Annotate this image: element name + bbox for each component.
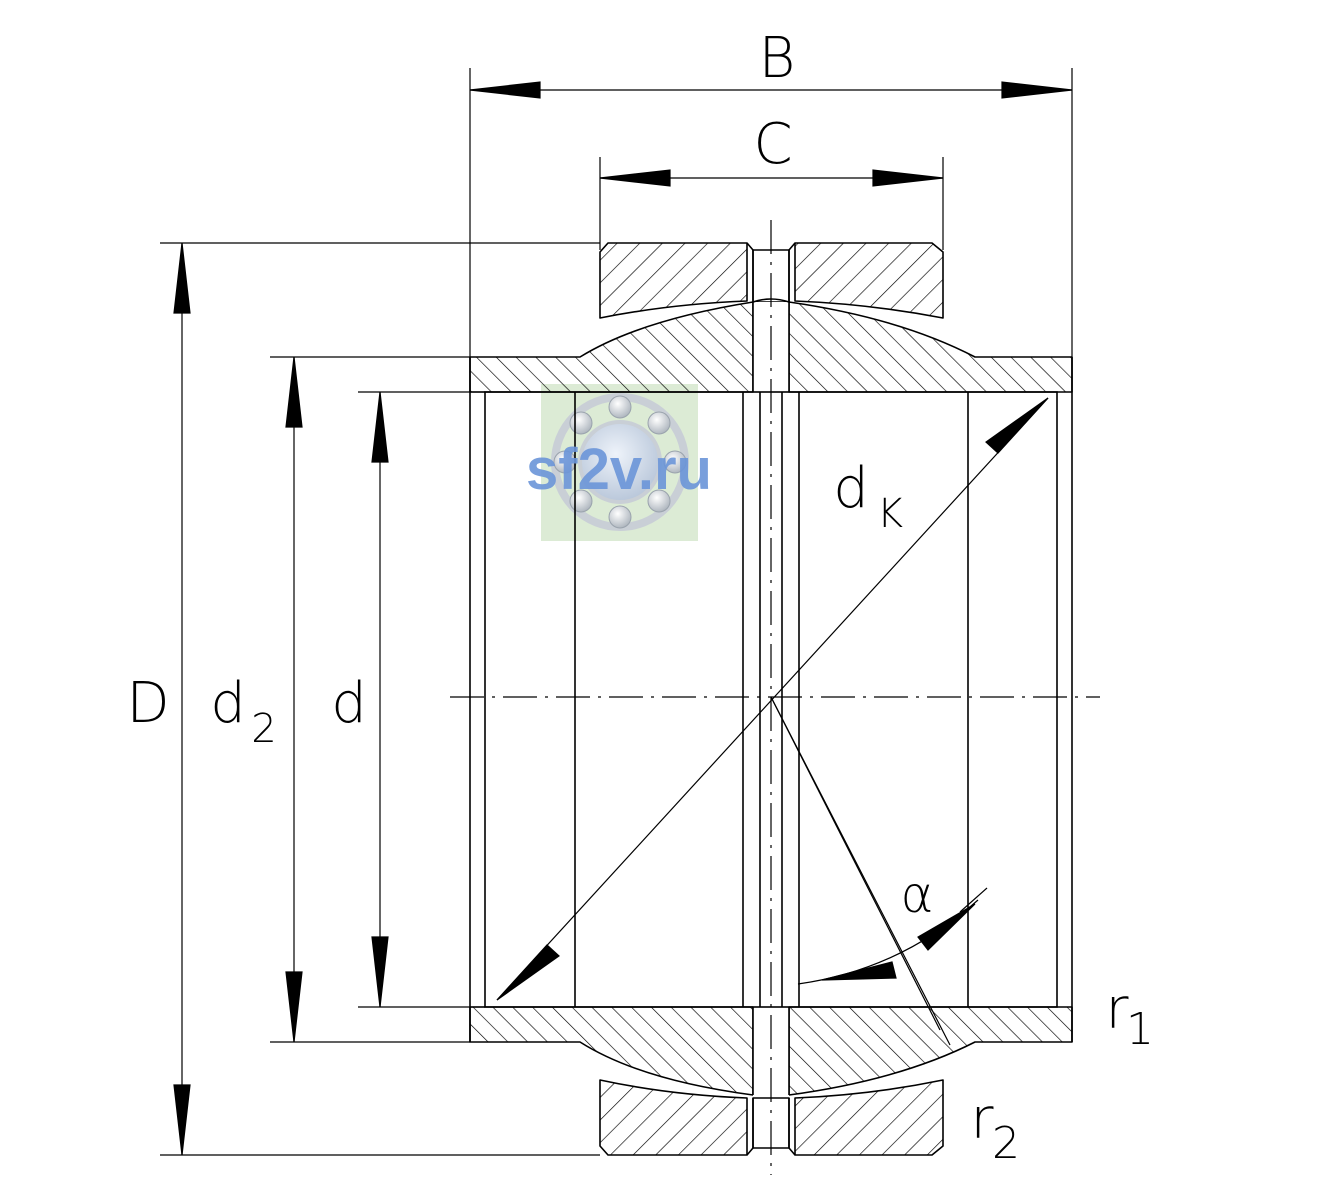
label-dk: d [833,456,869,521]
watermark-text: sf2v.ru [526,437,712,502]
label-r1-sub: 1 [1126,1004,1154,1055]
inner-ring-bottom [469,1006,1073,1097]
label-dk-sub: K [877,491,903,537]
inner-ring-top [469,298,1073,393]
label-B: B [759,26,796,91]
dimension-alpha [770,696,988,1046]
label-d2-sub: 2 [251,706,276,752]
label-alpha: α [901,866,934,924]
dimension-d [371,391,389,1008]
label-r1: r [1105,977,1128,1042]
labels: B C D d 2 d d K α r 1 r 2 [126,26,1154,1169]
label-r2-sub: 2 [992,1118,1020,1169]
label-r2: r [970,1087,993,1152]
label-d: d [331,671,367,736]
extension-lines [160,68,1073,1156]
dimension-d2 [285,356,303,1043]
label-d2: d [210,671,246,736]
dimension-B [469,81,1073,99]
label-D: D [126,671,169,736]
outer-ring-top [599,242,944,319]
dimension-D [173,242,191,1156]
label-C: C [753,112,792,177]
dimension-C [599,169,944,187]
